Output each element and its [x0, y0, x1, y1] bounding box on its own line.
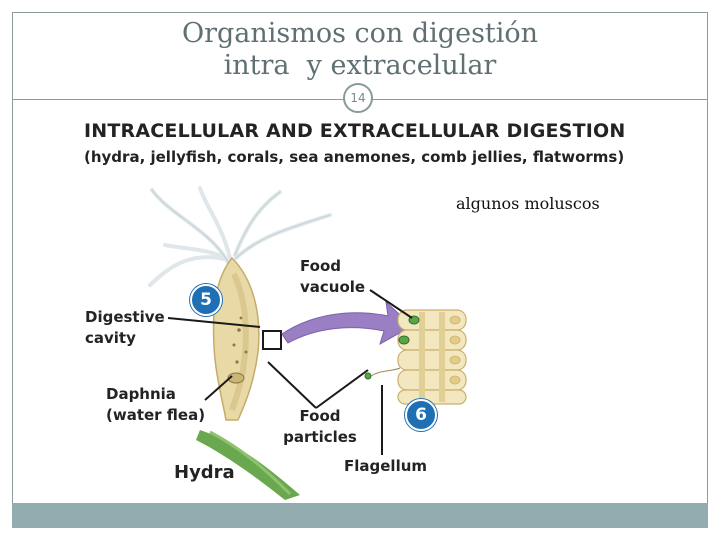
cell-column [397, 309, 467, 405]
figure-heading: INTRACELLULAR AND EXTRACELLULAR DIGESTIO… [84, 120, 626, 142]
hydra-stem [196, 430, 300, 500]
label-flagellum: Flagellum [344, 457, 428, 475]
label-hydra: Hydra [174, 462, 235, 483]
flagellum-particle [364, 372, 372, 380]
label-food-vacuole: Food vacuole [300, 256, 365, 298]
step-badge-5: 5 [190, 284, 222, 316]
leader-lines [167, 289, 413, 455]
bottom-accent-bar [12, 503, 708, 528]
label-daphnia-line-1: Daphnia [106, 385, 176, 403]
food-vacuole-2 [398, 335, 410, 345]
slide-title: Organismos con digestión intra y extrace… [0, 18, 720, 82]
slide-title-line-1: Organismos con digestión [181, 18, 539, 49]
label-digestive-cavity-line-1: Digestive [85, 308, 165, 326]
food-particle-dots [232, 316, 248, 364]
label-digestive-cavity-line-2: cavity [85, 329, 136, 347]
daphnia [227, 372, 245, 384]
label-digestive-cavity: Digestive cavity [85, 307, 165, 349]
label-food-vacuole-line-2: vacuole [300, 278, 366, 296]
label-food-particles: Food particles [280, 406, 360, 448]
figure-subheading: (hydra, jellyfish, corals, sea anemones,… [84, 148, 625, 166]
label-food-particles-line-1: Food [299, 407, 341, 425]
vacuole-arrow [281, 300, 413, 346]
label-food-vacuole-line-1: Food [300, 257, 341, 275]
slide-title-line-2: intra y extracelular [223, 50, 497, 81]
label-daphnia: Daphnia (water flea) [106, 384, 205, 426]
label-food-particles-line-2: particles [283, 428, 357, 446]
page-number: 14 [343, 83, 373, 113]
label-daphnia-line-2: (water flea) [106, 406, 206, 424]
step-badge-6: 6 [405, 399, 437, 431]
zoom-box [262, 330, 282, 350]
side-note: algunos moluscos [456, 194, 600, 213]
